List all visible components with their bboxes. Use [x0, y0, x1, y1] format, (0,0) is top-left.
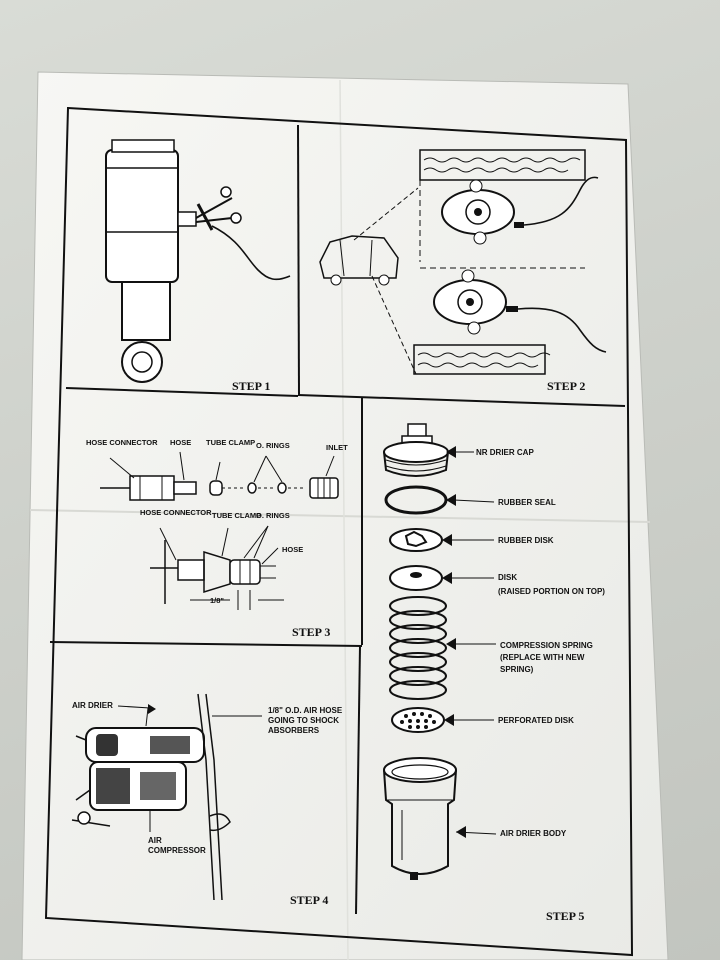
label-compressor-1: AIR [148, 836, 162, 845]
air-drier-body-part [383, 757, 457, 880]
paper-fold-vertical [339, 79, 349, 960]
step5-caption: STEP 5 [546, 909, 584, 923]
drier-cap-part [383, 423, 449, 477]
compression-spring-part [389, 596, 447, 700]
rubber-disk-part [389, 528, 443, 552]
disk-part [389, 565, 443, 591]
label-spring-3: SPRING) [500, 665, 534, 674]
strut-mount-upper [441, 179, 524, 245]
label-compressor-2: COMPRESSOR [148, 846, 206, 855]
label-air-hose-2: GOING TO SHOCK [268, 716, 339, 725]
step2-caption: STEP 2 [547, 379, 585, 393]
step1-panel: STEP 1 [65, 124, 300, 397]
label-hose-connector: HOSE CONNECTOR [86, 438, 158, 447]
step1-caption: STEP 1 [232, 379, 270, 393]
outer-frame [44, 106, 634, 957]
label-disk-1: DISK [498, 573, 517, 582]
label-tube-clamp-2: TUBE CLAMP [212, 511, 261, 520]
label-o-rings: O. RINGS [256, 441, 290, 450]
label-disk-2: (RAISED PORTION ON TOP) [498, 587, 605, 596]
step5-panel: NR DRIER CAP RUBBER SEAL RUBBER DISK DIS… [383, 423, 605, 923]
label-perforated-disk: PERFORATED DISK [498, 716, 574, 725]
label-o-rings-2: O. RINGS [256, 511, 290, 520]
label-air-hose-1: 1/8" O.D. AIR HOSE [268, 706, 343, 715]
label-hose-2: HOSE [282, 545, 303, 554]
strut-mount-lower [433, 269, 518, 335]
label-air-drier-body: AIR DRIER BODY [500, 829, 567, 838]
shock-air-bag [105, 149, 179, 283]
label-spring-2: (REPLACE WITH NEW [500, 653, 585, 662]
hose-fitting-exploded [100, 475, 339, 501]
label-air-hose-3: ABSORBERS [268, 726, 320, 735]
compressor-assembly [71, 727, 205, 827]
paper-fold-horizontal [29, 509, 651, 523]
step2-panel: STEP 2 [297, 149, 626, 407]
label-spring-1: COMPRESSION SPRING [500, 641, 593, 650]
label-rubber-disk: RUBBER DISK [498, 536, 554, 545]
label-hose-connector-2: HOSE CONNECTOR [140, 508, 212, 517]
step3-caption: STEP 3 [292, 625, 330, 639]
car-icon [319, 235, 399, 286]
step4-panel: AIR DRIER 1/8" O.D. AIR HOSE GOING TO SH… [71, 645, 361, 915]
label-hose: HOSE [170, 438, 191, 447]
label-rubber-seal: RUBBER SEAL [498, 498, 556, 507]
hose-fitting-assembled [150, 540, 276, 604]
air-line [211, 225, 291, 281]
pliers-icon [195, 186, 242, 231]
label-dimension: 1/8" [210, 596, 224, 605]
shock-eyelet [121, 341, 163, 383]
label-inlet: INLET [326, 443, 348, 452]
label-drier-cap: NR DRIER CAP [476, 448, 534, 457]
label-air-drier: AIR DRIER [72, 701, 113, 710]
label-tube-clamp: TUBE CLAMP [206, 438, 255, 447]
step3-panel: HOSE CONNECTOR HOSE TUBE CLAMP O. RINGS … [49, 398, 363, 647]
perforated-disk-part [391, 707, 445, 733]
step4-caption: STEP 4 [290, 893, 328, 907]
